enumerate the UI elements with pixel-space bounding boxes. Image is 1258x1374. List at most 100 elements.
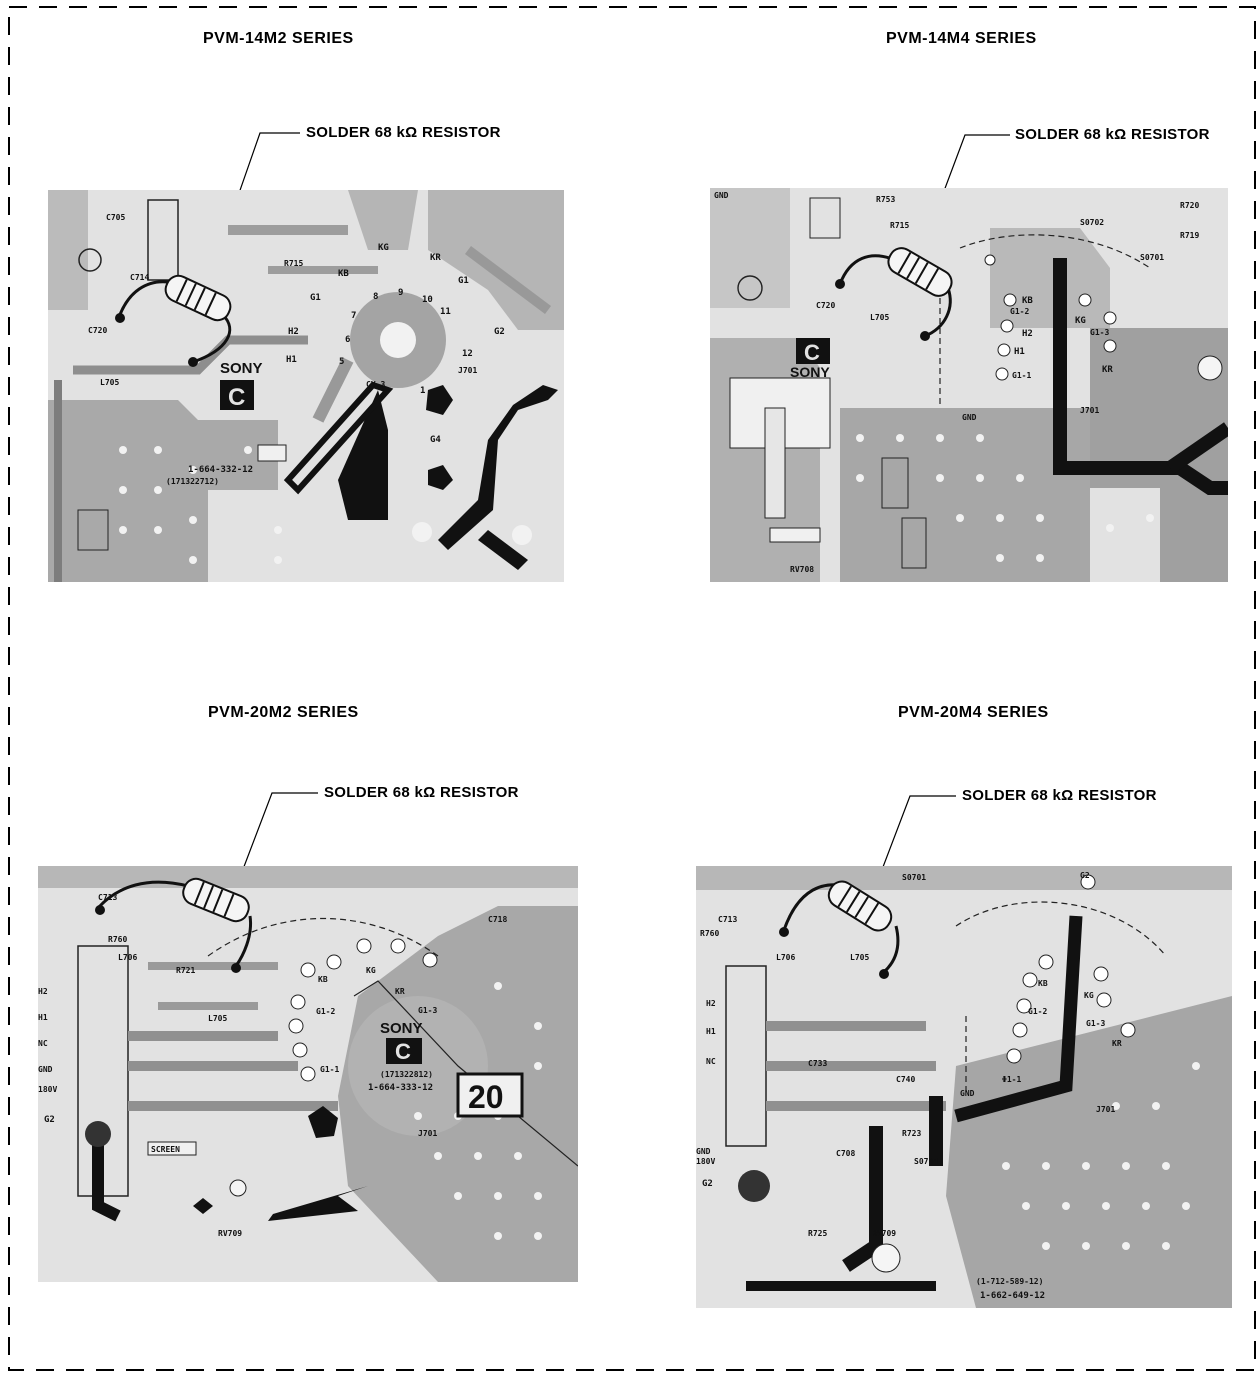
svg-text:R725: R725 (808, 1229, 827, 1238)
svg-text:H1: H1 (1014, 347, 1025, 357)
svg-text:C740: C740 (896, 1075, 915, 1084)
pcb-board-image: SONY C (171322812) 1-664-333-12 20 SCREE… (38, 866, 578, 1282)
panel-title: PVM-20M2 SERIES (208, 704, 359, 721)
svg-text:C714: C714 (130, 273, 149, 282)
svg-text:J701: J701 (1080, 406, 1099, 415)
svg-text:G1: G1 (310, 293, 321, 303)
panel-title: PVM-14M2 SERIES (203, 30, 354, 47)
svg-text:H2: H2 (706, 999, 716, 1008)
svg-text:C718: C718 (488, 915, 507, 924)
svg-text:H1: H1 (38, 1013, 48, 1022)
logo-letter: C (804, 340, 820, 365)
svg-text:8: 8 (373, 292, 378, 302)
svg-text:5: 5 (339, 357, 344, 367)
svg-text:GND: GND (714, 191, 729, 200)
panel-title: PVM-20M4 SERIES (898, 704, 1049, 721)
panel-title: PVM-14M4 SERIES (886, 30, 1037, 47)
svg-text:R760: R760 (700, 929, 719, 938)
svg-text:L705: L705 (870, 313, 889, 322)
svg-text:R715: R715 (890, 221, 909, 230)
svg-text:C733: C733 (808, 1059, 827, 1068)
solder-resistor-callout: SOLDER 68 kΩ RESISTOR (324, 784, 519, 801)
svg-text:G1-3: G1-3 (1090, 328, 1109, 337)
svg-text:R715: R715 (284, 259, 303, 268)
svg-text:S0702: S0702 (1080, 218, 1104, 227)
sony-logo: SONY (220, 360, 263, 377)
part-number-alt: (171322812) (380, 1070, 433, 1079)
svg-text:GND: GND (696, 1147, 711, 1156)
svg-text:12: 12 (462, 349, 473, 359)
svg-text:C720: C720 (816, 301, 835, 310)
svg-text:G2: G2 (494, 327, 505, 337)
svg-text:10: 10 (422, 295, 433, 305)
svg-text:KB: KB (338, 269, 349, 279)
svg-text:KG: KG (1075, 316, 1086, 326)
screen-label: SCREEN (151, 1145, 180, 1154)
svg-text:11: 11 (440, 307, 451, 317)
svg-text:Φ1-1: Φ1-1 (1002, 1075, 1021, 1084)
part-number: 1-662-649-12 (980, 1291, 1045, 1301)
part-number-alt: (171322712) (166, 477, 219, 486)
svg-text:L706: L706 (776, 953, 795, 962)
part-number-alt: (1-712-589-12) (976, 1277, 1043, 1286)
svg-text:R720: R720 (1180, 201, 1199, 210)
part-number: 1-664-332-12 (188, 465, 253, 475)
svg-text:R719: R719 (1180, 231, 1199, 240)
svg-text:KB: KB (318, 975, 328, 984)
svg-text:G1: G1 (458, 276, 469, 286)
svg-text:J701: J701 (418, 1129, 437, 1138)
svg-text:C713: C713 (718, 915, 737, 924)
svg-text:G1-1: G1-1 (320, 1065, 339, 1074)
added-resistor (887, 247, 953, 297)
svg-text:S0701: S0701 (902, 873, 926, 882)
svg-text:R723: R723 (902, 1129, 921, 1138)
svg-text:G4: G4 (430, 435, 441, 445)
svg-text:H1: H1 (286, 355, 297, 365)
svg-text:G2: G2 (1080, 871, 1090, 880)
pcb-board-image: R760 C713 L706 L705 H2 H1 NC GND 180V G2… (696, 866, 1232, 1308)
svg-text:CV 3: CV 3 (366, 380, 385, 389)
svg-text:C705: C705 (106, 213, 125, 222)
svg-text:S0701: S0701 (1140, 253, 1164, 262)
svg-text:GND: GND (962, 413, 977, 422)
svg-text:G1-2: G1-2 (1010, 307, 1029, 316)
svg-text:L706: L706 (118, 953, 137, 962)
svg-text:J701: J701 (1096, 1105, 1115, 1114)
svg-text:RV709: RV709 (218, 1229, 242, 1238)
pcb-board-image: SONY C 1-664-332-12 (171322712) C705 C71… (48, 190, 564, 582)
logo-letter: C (395, 1039, 411, 1064)
svg-text:RV709: RV709 (872, 1229, 896, 1238)
svg-text:NC: NC (38, 1039, 48, 1048)
svg-text:180V: 180V (696, 1157, 715, 1166)
added-resistor (827, 880, 893, 932)
added-resistor (164, 274, 232, 322)
svg-text:1: 1 (420, 386, 425, 396)
added-resistor (182, 877, 250, 923)
svg-text:NC: NC (706, 1057, 716, 1066)
svg-text:G2: G2 (702, 1179, 713, 1189)
svg-text:L705: L705 (850, 953, 869, 962)
svg-text:G1-2: G1-2 (1028, 1007, 1047, 1016)
svg-text:R760: R760 (108, 935, 127, 944)
svg-text:S0704: S0704 (914, 1157, 938, 1166)
svg-text:H2: H2 (38, 987, 48, 996)
svg-text:H1: H1 (706, 1027, 716, 1036)
svg-text:J701: J701 (458, 366, 477, 375)
svg-text:RV708: RV708 (790, 565, 814, 574)
svg-text:6: 6 (345, 335, 350, 345)
svg-text:KB: KB (1022, 296, 1033, 306)
svg-text:180V: 180V (38, 1085, 57, 1094)
solder-resistor-callout: SOLDER 68 kΩ RESISTOR (306, 124, 501, 141)
svg-text:9: 9 (398, 288, 403, 298)
svg-text:G1-3: G1-3 (1086, 1019, 1105, 1028)
svg-text:KB: KB (1038, 979, 1048, 988)
svg-text:GND: GND (38, 1065, 53, 1074)
svg-text:G2: G2 (44, 1115, 55, 1125)
svg-text:G1-2: G1-2 (316, 1007, 335, 1016)
svg-text:R753: R753 (876, 195, 895, 204)
svg-text:GND: GND (960, 1089, 975, 1098)
solder-resistor-callout: SOLDER 68 kΩ RESISTOR (962, 787, 1157, 804)
